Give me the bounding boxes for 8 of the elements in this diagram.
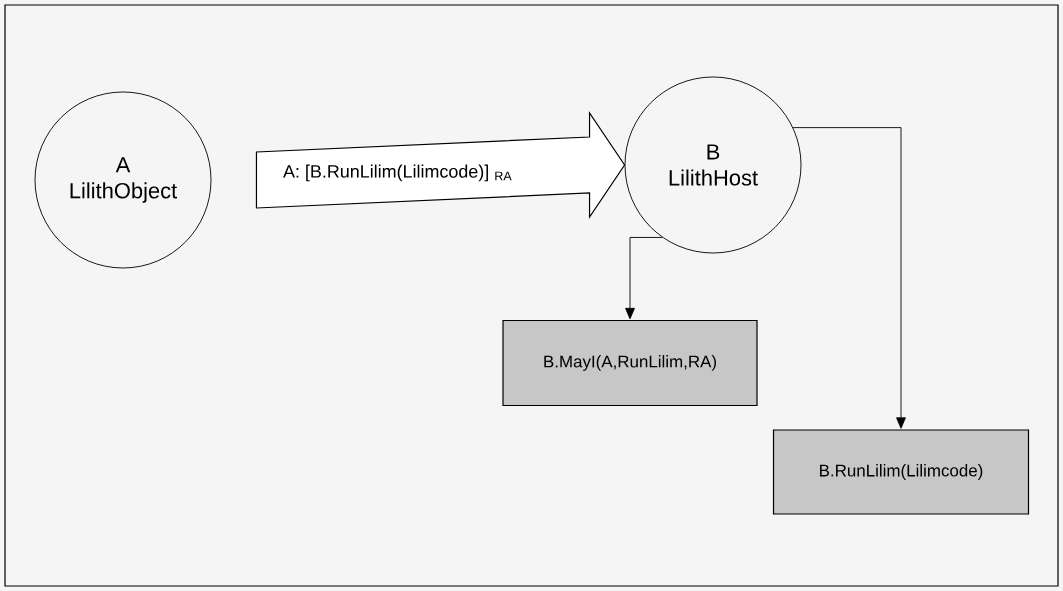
- arrow: [625, 237, 663, 320]
- edge-label: A: [B.RunLilim(Lilimcode)] $_{RA}$: [283, 164, 512, 182]
- process-box: B.RunLilim(Lilimcode): [772, 429, 1030, 515]
- process-box: B.MayI(A,RunLilim,RA): [502, 319, 758, 407]
- block-arrow: [255, 111, 626, 219]
- arrow: [792, 127, 906, 429]
- circle-node: B LilithHost: [624, 76, 802, 254]
- circle-node: A LilithObject: [34, 91, 212, 269]
